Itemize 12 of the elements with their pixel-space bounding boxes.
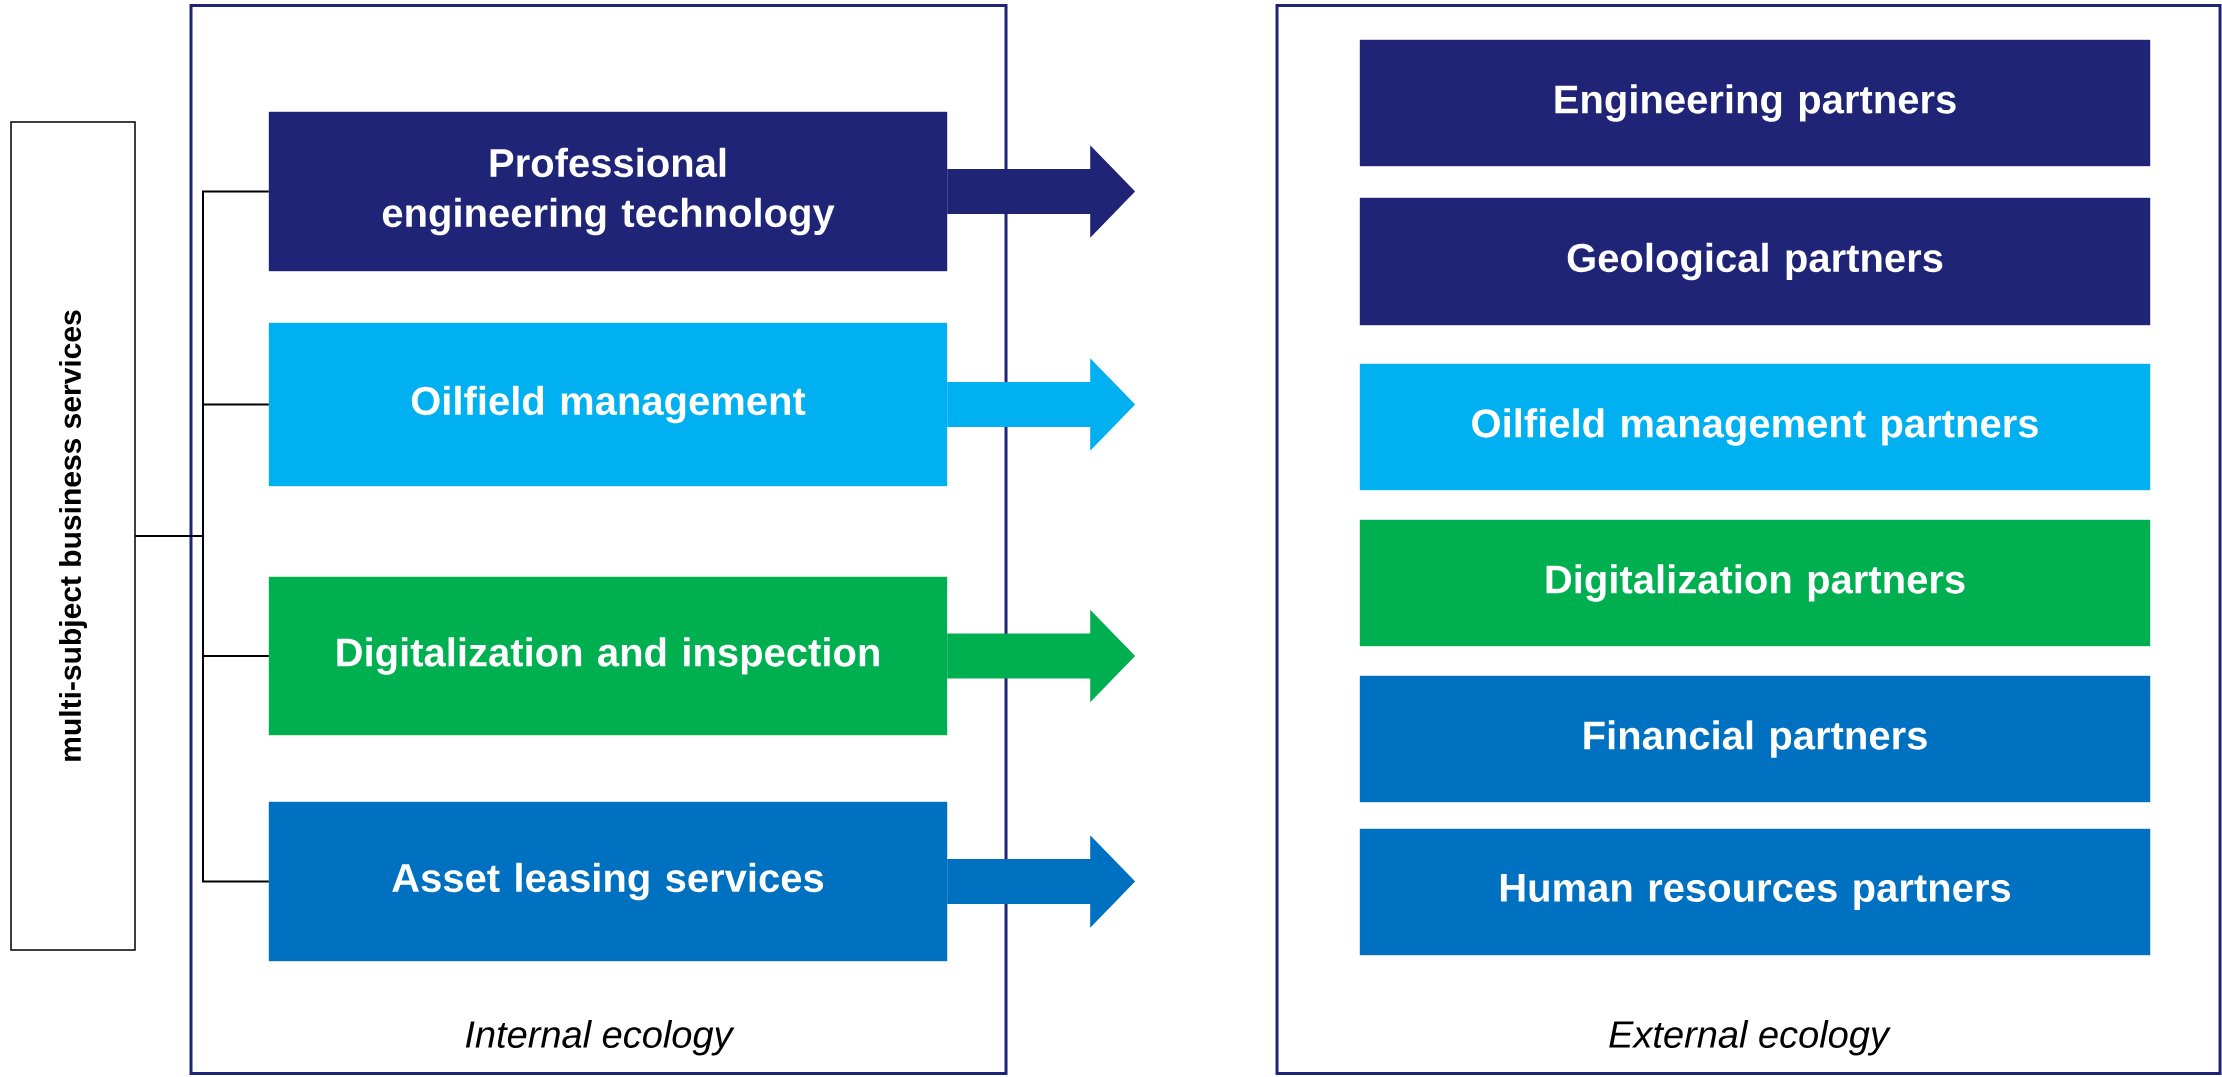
- connector-line: [134, 535, 270, 883]
- partner-box: Financial partners: [1359, 675, 2151, 803]
- label-box: multi-subject business services: [10, 121, 136, 951]
- service-box: Digitalization and inspection: [268, 576, 948, 736]
- service-box: Professional engineering technology: [268, 111, 948, 272]
- partner-box: Human resources partners: [1359, 828, 2151, 956]
- partner-box: Geological partners: [1359, 197, 2151, 326]
- partner-box: Engineering partners: [1359, 39, 2151, 167]
- service-box: Asset leasing services: [268, 801, 948, 962]
- partner-box: Oilfield management partners: [1359, 363, 2151, 491]
- service-box: Oilfield management: [268, 322, 948, 487]
- partner-box: Digitalization partners: [1359, 519, 2151, 647]
